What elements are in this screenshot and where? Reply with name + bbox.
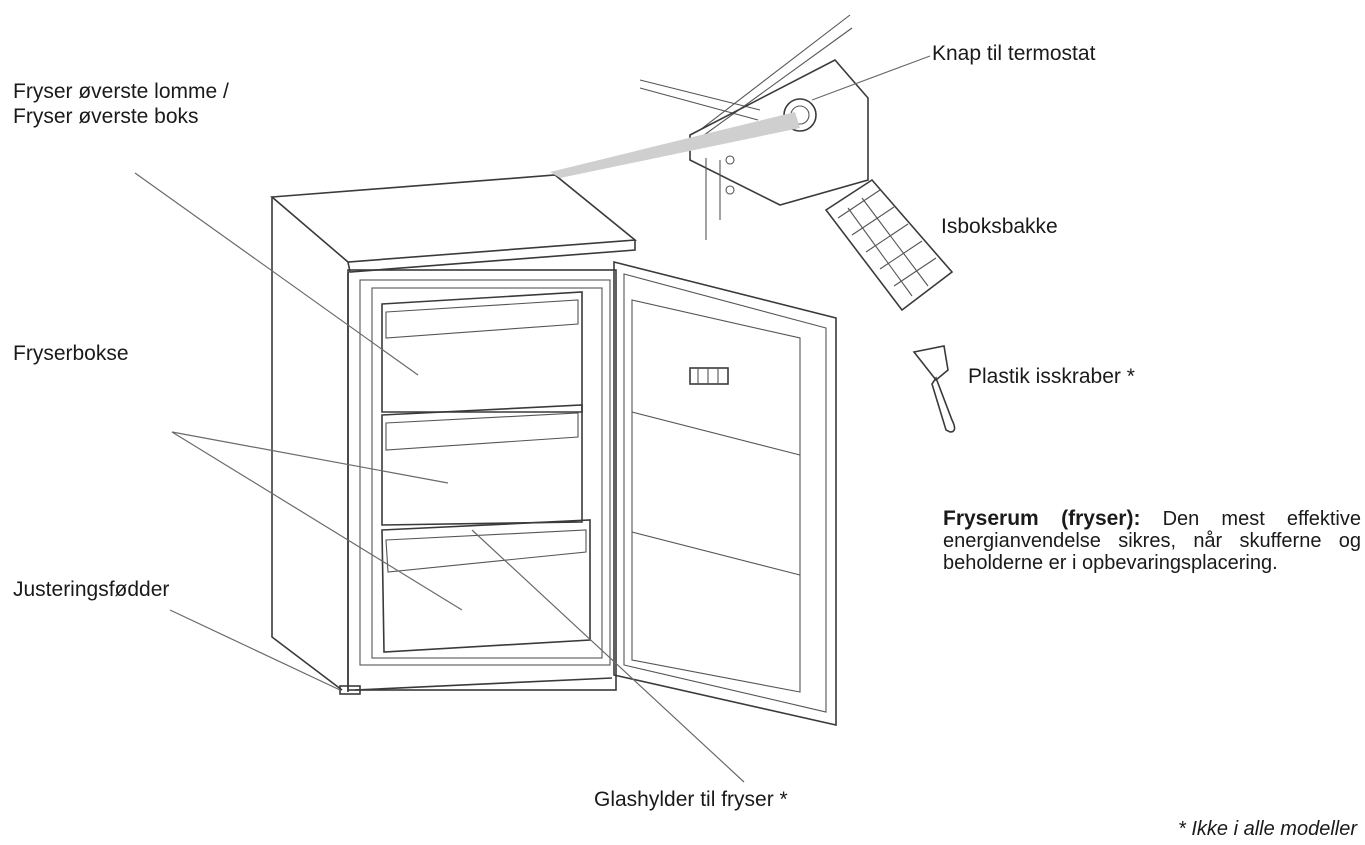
ice-tray-illustration — [824, 178, 954, 312]
label-glass-shelves: Glashylder til fryser * — [594, 788, 788, 811]
thermostat-inset — [550, 14, 869, 240]
freezer-drawers — [381, 291, 591, 653]
label-top-pocket-line2: Fryser øverste boks — [13, 105, 199, 128]
ice-scraper-illustration — [912, 345, 956, 433]
freezer-description: Fryserum (fryser): Den mest effektive en… — [943, 507, 1361, 575]
label-thermostat-knob: Knap til termostat — [932, 42, 1096, 65]
label-top-pocket-line1: Fryser øverste lomme / — [13, 80, 229, 103]
label-adjusting-feet: Justeringsfødder — [13, 578, 170, 601]
label-ice-tray: Isboksbakke — [941, 215, 1058, 238]
description-heading: Fryserum (fryser): — [943, 507, 1141, 530]
label-ice-scraper: Plastik isskraber * — [968, 365, 1135, 388]
footnote: * Ikke i alle modeller — [1178, 818, 1357, 840]
label-freezer-box: Fryserbokse — [13, 342, 129, 365]
freezer-cabinet — [270, 174, 638, 695]
description-text: Den mest effektive energianvendelse sikr… — [943, 508, 1361, 574]
freezer-door — [613, 260, 837, 727]
pointer-lines — [134, 55, 931, 783]
